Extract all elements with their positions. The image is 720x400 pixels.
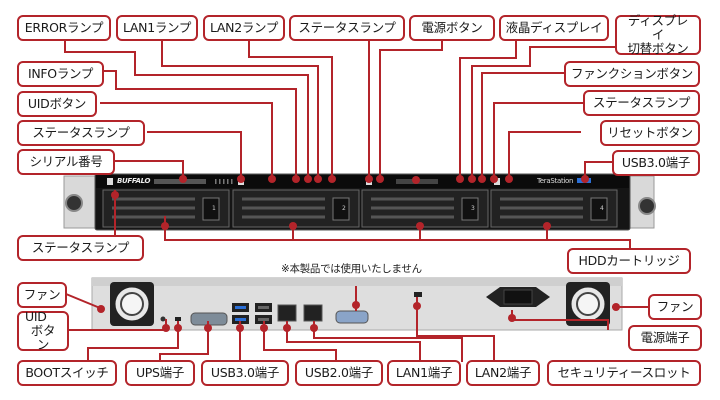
label-display-switch-button: ディスプレイ 切替ボタン [615, 13, 701, 56]
usb20-rear-ports [255, 303, 272, 324]
drive-bay-1-number: 1 [212, 205, 216, 212]
security-slot-graphic [414, 292, 422, 297]
uid-button-rear [160, 316, 166, 322]
label-lan1-lamp: LAN1ランプ [116, 15, 198, 41]
label-status-lamp-top: ステータスランプ [289, 15, 405, 41]
label-status-lamp-right: ステータスランプ [583, 90, 700, 116]
label-uid-button: UIDボタン [17, 91, 97, 117]
model-name: TeraStation [537, 177, 574, 185]
drive-bay-4-number: 4 [600, 205, 604, 212]
label-display-switch-line1: ディスプレイ [627, 13, 689, 43]
label-usb30-rear: USB3.0端子 [201, 360, 289, 386]
label-power-button: 電源ボタン [409, 15, 495, 41]
label-lan1-port: LAN1端子 [387, 360, 461, 386]
label-hdd-cartridge: HDDカートリッジ [567, 248, 691, 274]
drive-bay-2-number: 2 [342, 205, 346, 212]
label-uid-rear-line2: ボタン [30, 323, 56, 352]
label-reset-button: リセットボタン [600, 120, 700, 146]
label-security-slot: セキュリティースロット [547, 360, 701, 386]
label-usb20-rear: USB2.0端子 [295, 360, 383, 386]
label-error-lamp: ERRORランプ [17, 15, 111, 41]
label-uid-rear-line1: UID [25, 309, 47, 325]
label-boot-switch: BOOTスイッチ [17, 360, 117, 386]
fan-right-graphic [566, 282, 610, 326]
label-function-button: ファンクションボタン [564, 61, 700, 87]
label-fan-left: ファン [17, 282, 67, 308]
label-lan2-port: LAN2端子 [466, 360, 540, 386]
usb30-rear-ports [232, 303, 249, 324]
label-uid-button-rear: UID ボタン [17, 309, 69, 352]
boot-switch-graphic [175, 317, 181, 321]
label-status-lamp-bottom: ステータスランプ [17, 235, 144, 261]
power-inlet [486, 287, 550, 307]
label-power-port: 電源端子 [628, 325, 702, 351]
label-fan-right: ファン [648, 294, 702, 320]
brand-logo: BUFFALO [117, 177, 151, 185]
label-ups-port: UPS端子 [125, 360, 195, 386]
vga-port [335, 310, 369, 324]
label-usb30-front: USB3.0端子 [612, 150, 700, 176]
drive-bay-3-number: 3 [471, 205, 475, 212]
label-lan2-lamp: LAN2ランプ [203, 15, 285, 41]
label-lcd-display: 液晶ディスプレイ [499, 15, 609, 41]
label-status-lamp-left: ステータスランプ [17, 120, 145, 146]
rack-screw-right [638, 197, 656, 215]
label-display-switch-line2: 切替ボタン [627, 40, 689, 56]
status-lamp-left-indicator [107, 178, 113, 185]
label-serial-number: シリアル番号 [17, 149, 115, 175]
hdd-bays [102, 189, 618, 228]
rack-screw-left [65, 194, 83, 212]
unused-note: ※本製品では使用いたしません [281, 263, 422, 275]
label-info-lamp: INFOランプ [17, 61, 104, 87]
fan-left-graphic [110, 282, 154, 326]
